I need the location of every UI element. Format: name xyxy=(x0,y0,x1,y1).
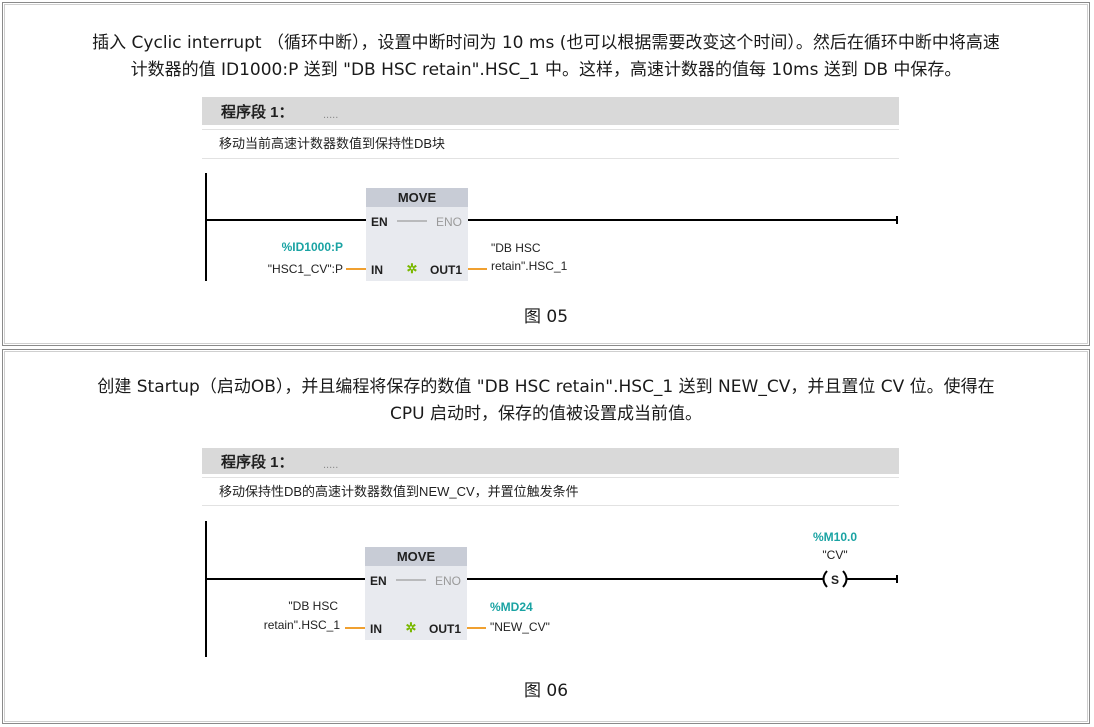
pin-en: EN xyxy=(370,574,387,588)
input-symbol-line-1[interactable]: "DB HSC xyxy=(288,599,338,613)
coil-set-label: S xyxy=(831,573,839,587)
pin-eno: ENO xyxy=(436,215,462,229)
figure-06-cell: 创建 Startup（启动OB），并且编程将保存的数值 "DB HSC reta… xyxy=(2,349,1090,724)
move-block-title: MOVE xyxy=(397,549,436,564)
segment-title: 程序段 1： xyxy=(221,103,294,121)
figure-05-ladder-diagram: 程序段 1： ..... 移动当前高速计数器数值到保持性DB块 MOVE EN … xyxy=(199,97,901,282)
input-address[interactable]: %ID1000:P xyxy=(282,240,343,254)
pin-eno: ENO xyxy=(435,574,461,588)
figure-06-description: 创建 Startup（启动OB），并且编程将保存的数值 "DB HSC reta… xyxy=(3,374,1089,428)
figure-05-cell: 插入 Cyclic interrupt （循环中断），设置中断时间为 10 ms… xyxy=(2,2,1090,346)
segment-comment: 移动保持性DB的高速计数器数值到NEW_CV，并置位触发条件 xyxy=(219,484,579,499)
segment-header-bar xyxy=(202,448,899,474)
segment-title: 程序段 1： xyxy=(221,453,294,471)
out-expand-star-icon: ✲ xyxy=(406,620,417,635)
pin-in: IN xyxy=(371,263,383,277)
figure-05-description-line-1: 插入 Cyclic interrupt （循环中断），设置中断时间为 10 ms… xyxy=(92,33,1000,53)
output-symbol-line-2[interactable]: retain".HSC_1 xyxy=(491,259,568,273)
pin-in: IN xyxy=(370,622,382,636)
set-coil[interactable]: S xyxy=(822,570,848,588)
input-symbol[interactable]: "HSC1_CV":P xyxy=(268,262,343,276)
move-block-header xyxy=(366,188,468,207)
move-block-title: MOVE xyxy=(398,190,437,205)
figure-06-description-line-2: CPU 启动时，保存的值被设置成当前值。 xyxy=(390,404,702,424)
figure-05-caption: 图 05 xyxy=(523,307,569,327)
figure-06-ladder-svg: 程序段 1： ..... 移动保持性DB的高速计数器数值到NEW_CV，并置位触… xyxy=(202,448,899,657)
pin-out1: OUT1 xyxy=(429,622,461,636)
move-block[interactable]: MOVE EN ENO IN ✲ OUT1 xyxy=(366,188,468,281)
segment-dots: ..... xyxy=(323,109,338,121)
move-block-header xyxy=(365,547,467,566)
pin-out1: OUT1 xyxy=(430,263,462,277)
figure-05-description-line-2: 计数器的值 ID1000:P 送到 "DB HSC retain".HSC_1 … xyxy=(130,60,962,80)
coil-right-arc xyxy=(842,570,848,588)
output-symbol-line-1[interactable]: "DB HSC xyxy=(491,241,541,255)
segment-header-bar xyxy=(202,97,899,125)
coil-address[interactable]: %M10.0 xyxy=(813,530,857,544)
figure-06-caption: 图 06 xyxy=(523,681,569,701)
figure-06-description-line-1: 创建 Startup（启动OB），并且编程将保存的数值 "DB HSC reta… xyxy=(97,377,995,397)
figure-05-ladder-svg: 程序段 1： ..... 移动当前高速计数器数值到保持性DB块 MOVE EN … xyxy=(202,97,899,281)
pin-en: EN xyxy=(371,215,388,229)
coil-symbol[interactable]: "CV" xyxy=(822,548,847,562)
output-address[interactable]: %MD24 xyxy=(490,600,533,614)
move-block[interactable]: MOVE EN ENO IN ✲ OUT1 xyxy=(365,547,467,640)
input-symbol-line-2[interactable]: retain".HSC_1 xyxy=(264,618,341,632)
output-symbol[interactable]: "NEW_CV" xyxy=(490,620,550,634)
figure-05-description: 插入 Cyclic interrupt （循环中断），设置中断时间为 10 ms… xyxy=(3,30,1089,84)
segment-dots: ..... xyxy=(323,459,338,471)
coil-left-arc xyxy=(822,570,828,588)
figure-06-ladder-diagram: 程序段 1： ..... 移动保持性DB的高速计数器数值到NEW_CV，并置位触… xyxy=(199,443,901,658)
segment-comment: 移动当前高速计数器数值到保持性DB块 xyxy=(219,136,445,151)
out-expand-star-icon: ✲ xyxy=(407,261,418,276)
